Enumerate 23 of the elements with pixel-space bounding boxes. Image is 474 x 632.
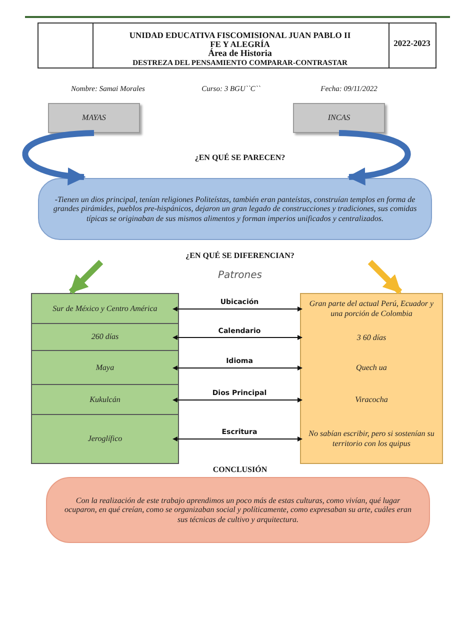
- group-box: MAYAS: [48, 103, 140, 133]
- arrow: [368, 260, 402, 294]
- arrow: [172, 436, 302, 442]
- similarities-box: -Tienen un dios principal, tenían religiones Politeístas, también eran panteístas, construían templos en forma de grandes pirámides, pueblos pre-hispánicos, dejaron un gran legado de construcciones y tradiciones, sus comidas típicas se originaban de sus mismos alimentos y forman imperios unificados y centralizados.: [38, 178, 432, 240]
- column-panel: [300, 293, 443, 464]
- school-year: 2022-2023: [394, 38, 430, 48]
- group-box: INCAS: [293, 103, 385, 133]
- section-heading: ¿EN QUÉ SE PARECEN?: [194, 153, 286, 162]
- arrow: [338, 130, 411, 185]
- school-name: UNIDAD EDUCATIVA FISCOMISIONAL JUAN PABLO II: [129, 30, 351, 40]
- arrow: [172, 366, 302, 370]
- arrow: [172, 398, 302, 402]
- area-heading: Área de Historia: [208, 48, 272, 58]
- arrow: [172, 306, 302, 312]
- conclusion-box: Con la realización de este trabajo aprendimos un poco más de estas culturas, como vivían, qué lugar ocuparon, en qué creían, como se organizaban social y políticamente, como expresaban su arte, cuáles eran sus técnicas de cultivo y arquitectura.: [46, 477, 430, 543]
- arrow: [22, 130, 94, 185]
- section-heading: ¿EN QUÉ SE DIFERENCIAN?: [186, 251, 294, 260]
- column-panel: [31, 293, 179, 464]
- subheading: Patrones: [218, 270, 262, 281]
- arrow: [68, 260, 104, 294]
- school-name: FE Y ALEGRÍA: [210, 39, 270, 49]
- section-heading: CONCLUSIÓN: [212, 465, 268, 474]
- arrow: [172, 335, 302, 340]
